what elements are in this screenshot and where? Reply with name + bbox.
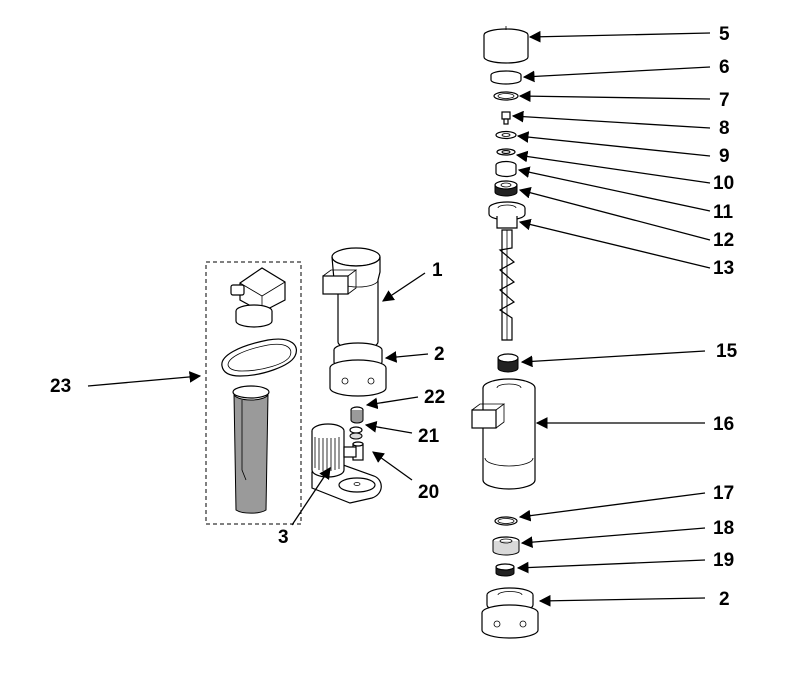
callout-1: 1 — [432, 260, 443, 281]
callout-21: 21 — [418, 426, 440, 447]
callout-8: 8 — [719, 118, 730, 139]
callout-22: 22 — [424, 387, 445, 408]
ring-part-7 — [493, 91, 519, 101]
mount-part-2-right — [481, 587, 539, 639]
callout-19: 19 — [713, 550, 734, 571]
bearing-part-12 — [494, 180, 518, 197]
housing-part-13 — [488, 201, 526, 229]
bearing-part-11 — [495, 160, 517, 178]
motor-part-1 — [322, 247, 381, 350]
callout-15: 15 — [716, 341, 738, 362]
part-10 — [496, 148, 516, 156]
part-21 — [349, 426, 363, 440]
callout-20: 20 — [418, 482, 439, 503]
body-part-16 — [471, 378, 536, 490]
part-22 — [350, 406, 364, 424]
part-18 — [492, 536, 520, 556]
kit-drive-belt — [221, 338, 297, 377]
callout-10: 10 — [713, 173, 734, 194]
callout-16: 16 — [713, 414, 734, 435]
plate-part-6 — [490, 70, 522, 85]
kit-head-part — [230, 267, 286, 328]
callout-11: 11 — [713, 202, 734, 223]
leader-lines — [87, 30, 711, 607]
callout-5: 5 — [719, 24, 730, 45]
callout-18: 18 — [713, 518, 734, 539]
callout-17: 17 — [713, 483, 734, 504]
callout-13: 13 — [713, 258, 734, 279]
callout-3: 3 — [278, 527, 289, 548]
callout-23: 23 — [50, 376, 71, 397]
callout-9: 9 — [719, 146, 730, 167]
callout-2-right: 2 — [719, 589, 730, 610]
washer-part-9 — [495, 130, 517, 140]
kit-sleeve — [232, 385, 270, 514]
callout-labels: 1 2 22 21 20 3 23 5 6 7 8 9 10 11 12 13 … — [50, 24, 738, 610]
callout-7: 7 — [719, 90, 730, 111]
part-15 — [497, 353, 519, 373]
callout-6: 6 — [719, 57, 730, 78]
screw-shaft — [498, 229, 516, 341]
callout-2-left: 2 — [434, 344, 445, 365]
screw-part-8 — [501, 111, 511, 125]
cap-part-5 — [483, 26, 529, 64]
pulley-part-3 — [311, 423, 357, 478]
ring-part-17 — [494, 516, 518, 526]
bearing-part-19 — [495, 563, 515, 577]
callout-12: 12 — [713, 230, 734, 251]
kit-23-dashed-box — [205, 261, 302, 525]
mount-part-2-left — [329, 342, 387, 397]
